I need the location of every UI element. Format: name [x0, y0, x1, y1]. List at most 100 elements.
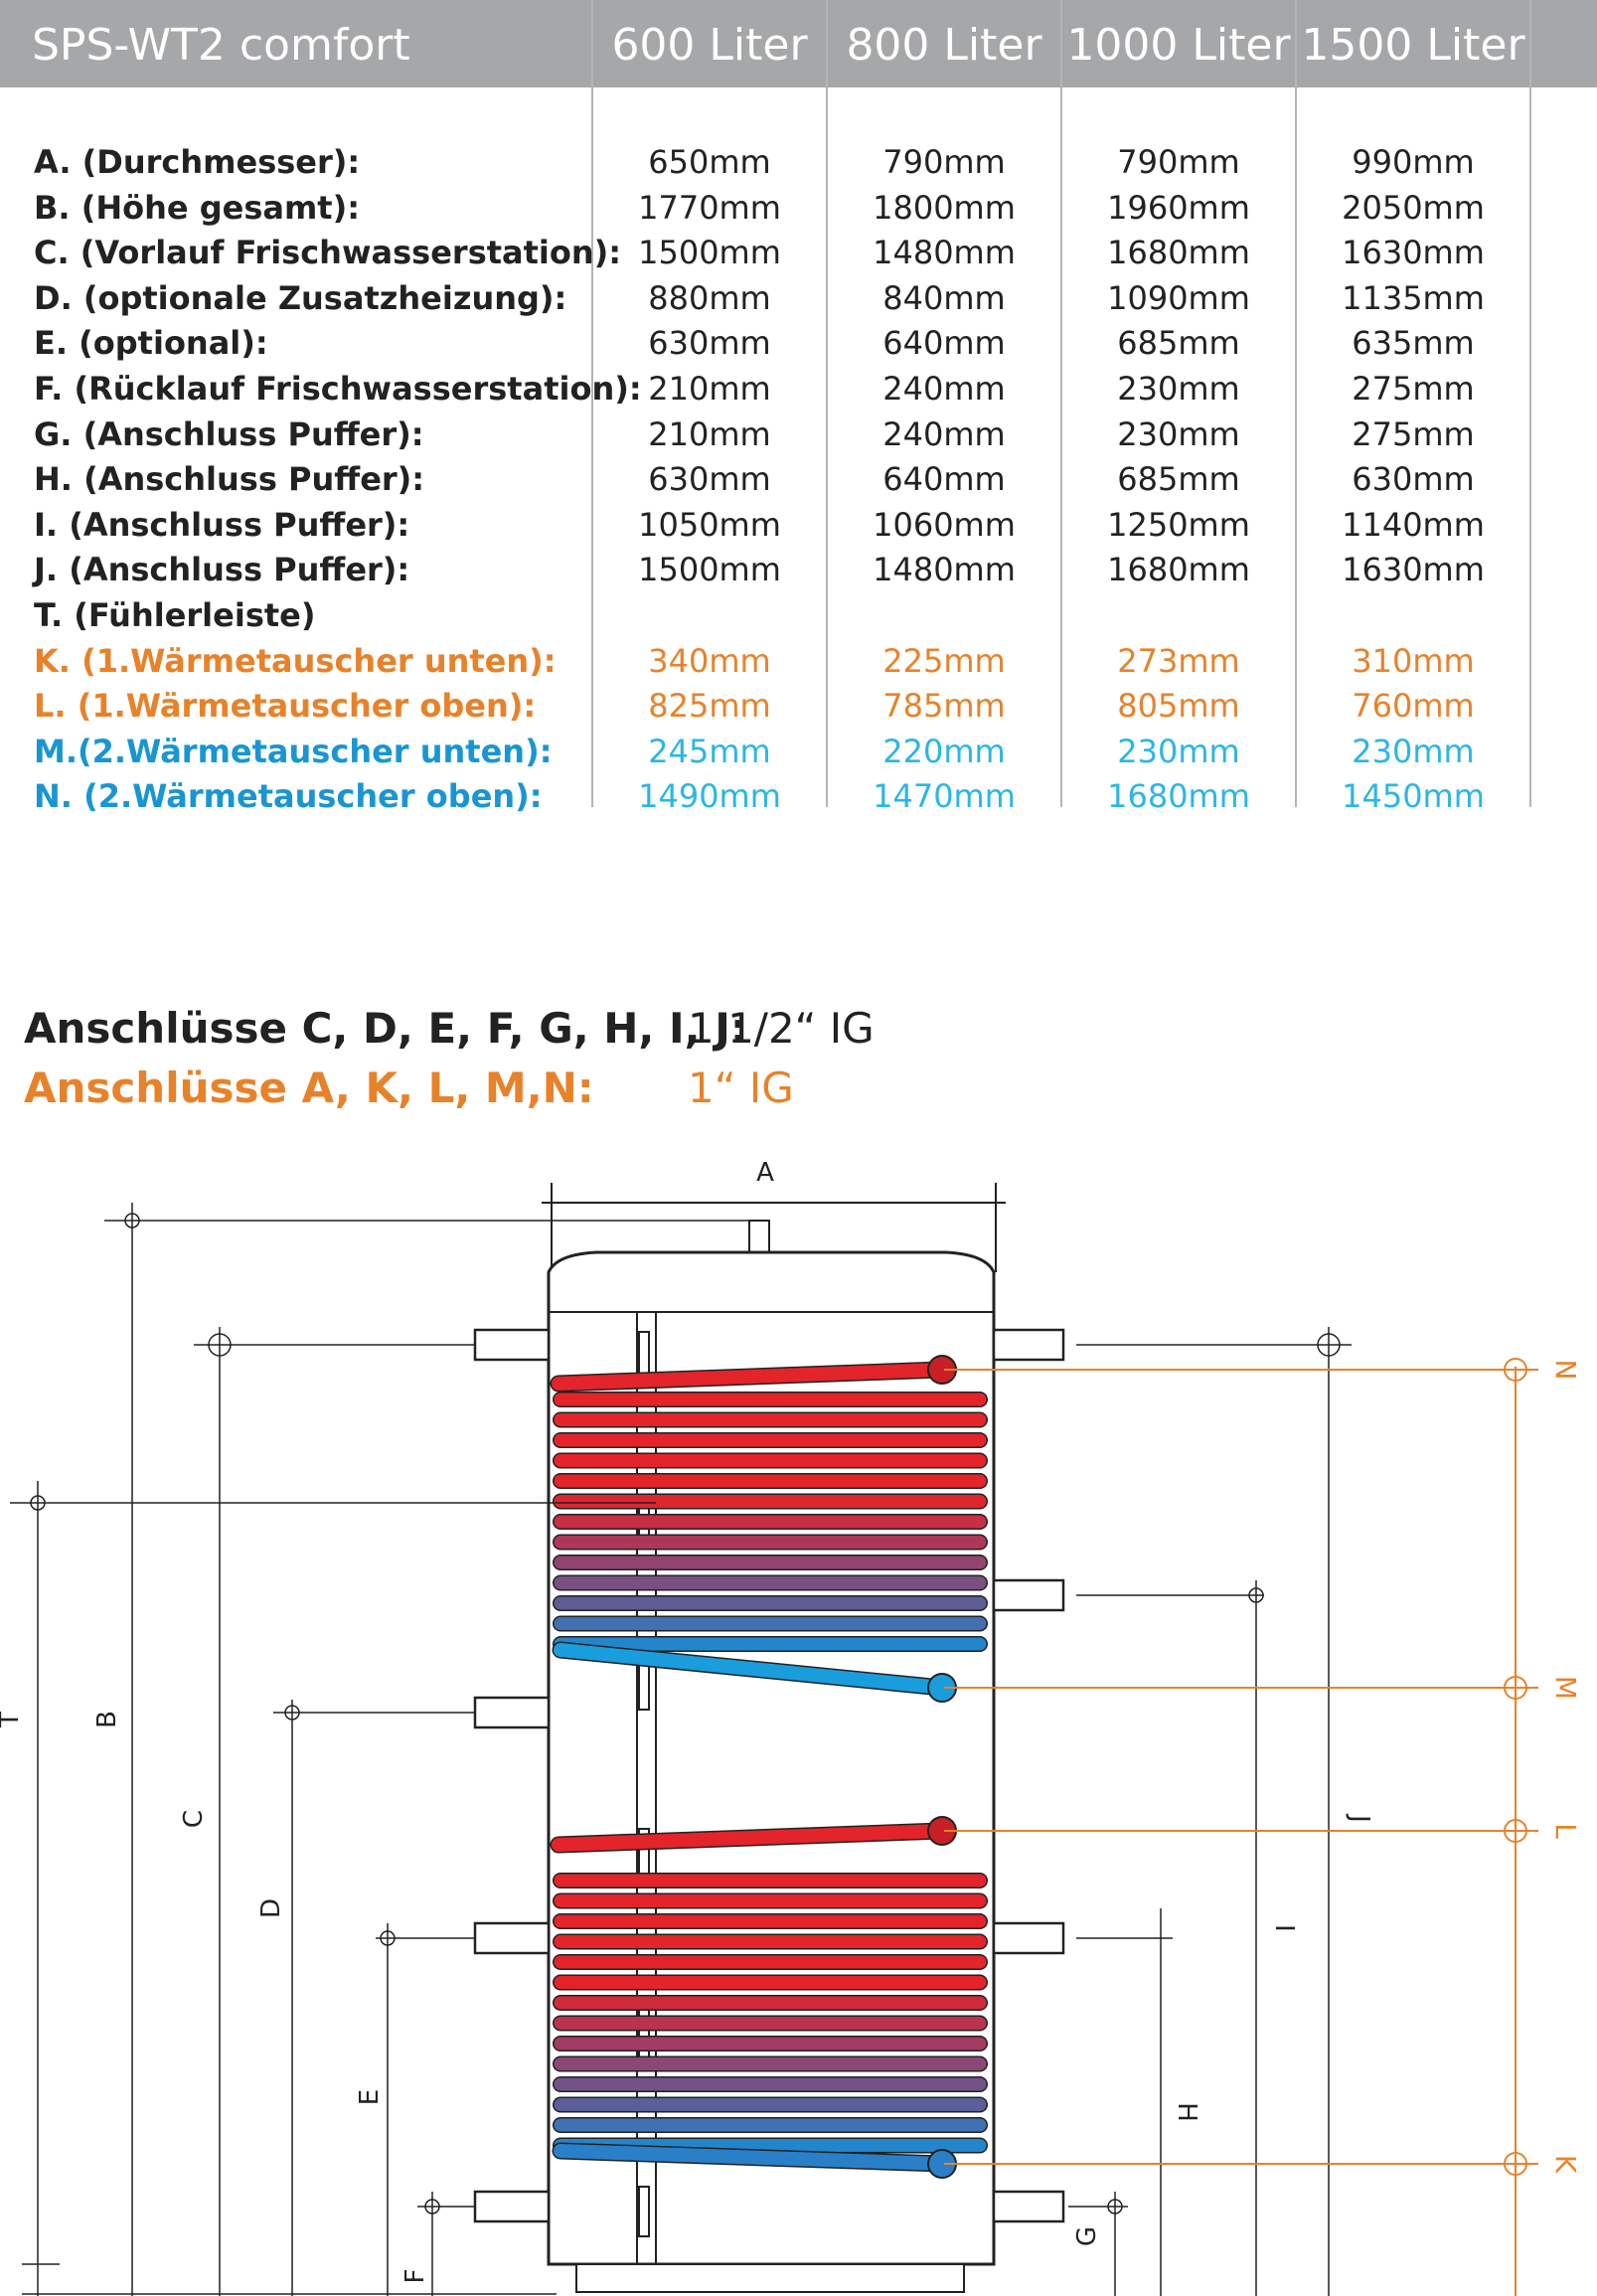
row-value: 310mm [1352, 641, 1475, 680]
table-row: T. (Fühlerleiste) [0, 592, 1597, 638]
row-value: 1470mm [873, 777, 1016, 816]
row-value: 1060mm [873, 505, 1016, 544]
row-value: 1680mm [1107, 777, 1250, 816]
column-header-1000: 1000 Liter [1066, 20, 1291, 71]
row-label: K. (1.Wärmetauscher unten): [34, 641, 557, 680]
row-value: 230mm [1117, 732, 1240, 770]
row-value: 1680mm [1107, 234, 1250, 272]
row-value: 1140mm [1342, 505, 1485, 544]
connections-value-1: 1 1/2“ IG [688, 1004, 875, 1053]
row-value: 240mm [882, 370, 1006, 408]
table-header: SPS-WT2 comfort 600 Liter 800 Liter 1000… [0, 0, 1597, 87]
top-nozzle [748, 1220, 770, 1255]
row-value: 225mm [882, 641, 1006, 680]
row-label: N. (2.Wärmetauscher oben): [34, 777, 543, 816]
left-dimension-lines [10, 1203, 749, 2296]
row-value: 1630mm [1342, 551, 1485, 589]
column-divider [1060, 0, 1062, 807]
column-header-1500: 1500 Liter [1301, 20, 1525, 71]
row-value: 1500mm [638, 234, 781, 272]
row-value: 630mm [1352, 460, 1475, 499]
table-row: M.(2.Wärmetauscher unten): 245mm 220mm 230m… [0, 729, 1597, 774]
row-value: 245mm [648, 732, 771, 770]
right-dimension-lines [1068, 1327, 1352, 2296]
row-value: 1800mm [873, 188, 1016, 227]
row-label: E. (optional): [34, 324, 268, 363]
row-label: J. (Anschluss Puffer): [34, 551, 410, 589]
table-row: J. (Anschluss Puffer): 1500mm 1480mm 1680mm… [0, 547, 1597, 592]
tank-foot [575, 2263, 965, 2293]
coil-dimension-lines [944, 1358, 1538, 2296]
dim-label-t: T [0, 1712, 25, 1728]
dim-label-m: M [1549, 1676, 1582, 1700]
row-value: 990mm [1352, 143, 1475, 181]
row-label: G. (Anschluss Puffer): [34, 414, 424, 453]
row-value: 805mm [1117, 687, 1240, 726]
row-value: 1960mm [1107, 188, 1250, 227]
row-label: M.(2.Wärmetauscher unten): [34, 732, 553, 770]
dim-label-a: A [756, 1158, 774, 1188]
dim-label-b: B [92, 1711, 122, 1728]
dim-label-i: I [1269, 1924, 1299, 1932]
row-value: 785mm [882, 687, 1006, 726]
dim-label-n: N [1549, 1360, 1582, 1381]
column-divider [1295, 0, 1297, 807]
row-value: 1450mm [1342, 777, 1485, 816]
row-value: 230mm [1352, 732, 1475, 770]
coil-tube [554, 2144, 949, 2171]
row-value: 275mm [1352, 414, 1475, 453]
row-label: C. (Vorlauf Frischwasserstation): [34, 234, 622, 272]
dim-label-d: D [256, 1898, 286, 1918]
dim-label-g: G [1072, 2226, 1102, 2246]
row-value: 1680mm [1107, 551, 1250, 589]
dim-label-l: L [1549, 1823, 1582, 1839]
dim-label-h: H [1172, 2102, 1201, 2122]
table-title: SPS-WT2 comfort [32, 20, 410, 71]
table-row: G. (Anschluss Puffer): 210mm 240mm 230mm 275… [0, 411, 1597, 457]
lower-heat-exchanger-coil [550, 1816, 988, 2179]
column-header-800: 800 Liter [846, 20, 1042, 71]
dim-label-f: F [400, 2269, 430, 2284]
row-value: 230mm [1117, 414, 1240, 453]
row-value: 1480mm [873, 551, 1016, 589]
row-value: 2050mm [1342, 188, 1485, 227]
row-value: 1630mm [1342, 234, 1485, 272]
row-value: 1500mm [638, 551, 781, 589]
connections-label-1: Anschlüsse C, D, E, F, G, H, I, J: [24, 1004, 747, 1053]
table-row: C. (Vorlauf Frischwasserstation): 1500mm 1… [0, 230, 1597, 275]
row-value: 825mm [648, 687, 771, 726]
row-value: 685mm [1117, 460, 1240, 499]
row-value: 630mm [648, 460, 771, 499]
row-value: 230mm [1117, 370, 1240, 408]
row-label: D. (optionale Zusatzheizung): [34, 278, 567, 317]
column-divider [591, 0, 593, 807]
row-value: 1135mm [1342, 278, 1485, 317]
row-value: 240mm [882, 414, 1006, 453]
row-value: 760mm [1352, 687, 1475, 726]
row-value: 220mm [882, 732, 1006, 770]
column-divider [826, 0, 828, 807]
row-value: 640mm [882, 324, 1006, 363]
dim-label-c: C [179, 1810, 209, 1828]
row-label: T. (Fühlerleiste) [34, 596, 316, 634]
row-value: 635mm [1352, 324, 1475, 363]
row-value: 790mm [1117, 143, 1240, 181]
row-label: H. (Anschluss Puffer): [34, 460, 425, 499]
right-sockets [992, 1328, 1065, 2223]
row-value: 210mm [648, 414, 771, 453]
row-value: 1480mm [873, 234, 1016, 272]
tank-drawing: A [0, 1158, 1582, 2296]
row-label: F. (Rücklauf Frischwasserstation): [34, 370, 642, 408]
coil-tube [554, 1643, 949, 1695]
row-value: 275mm [1352, 370, 1475, 408]
row-value: 640mm [882, 460, 1006, 499]
row-value: 1770mm [638, 188, 781, 227]
connections-value-2: 1“ IG [688, 1064, 794, 1112]
